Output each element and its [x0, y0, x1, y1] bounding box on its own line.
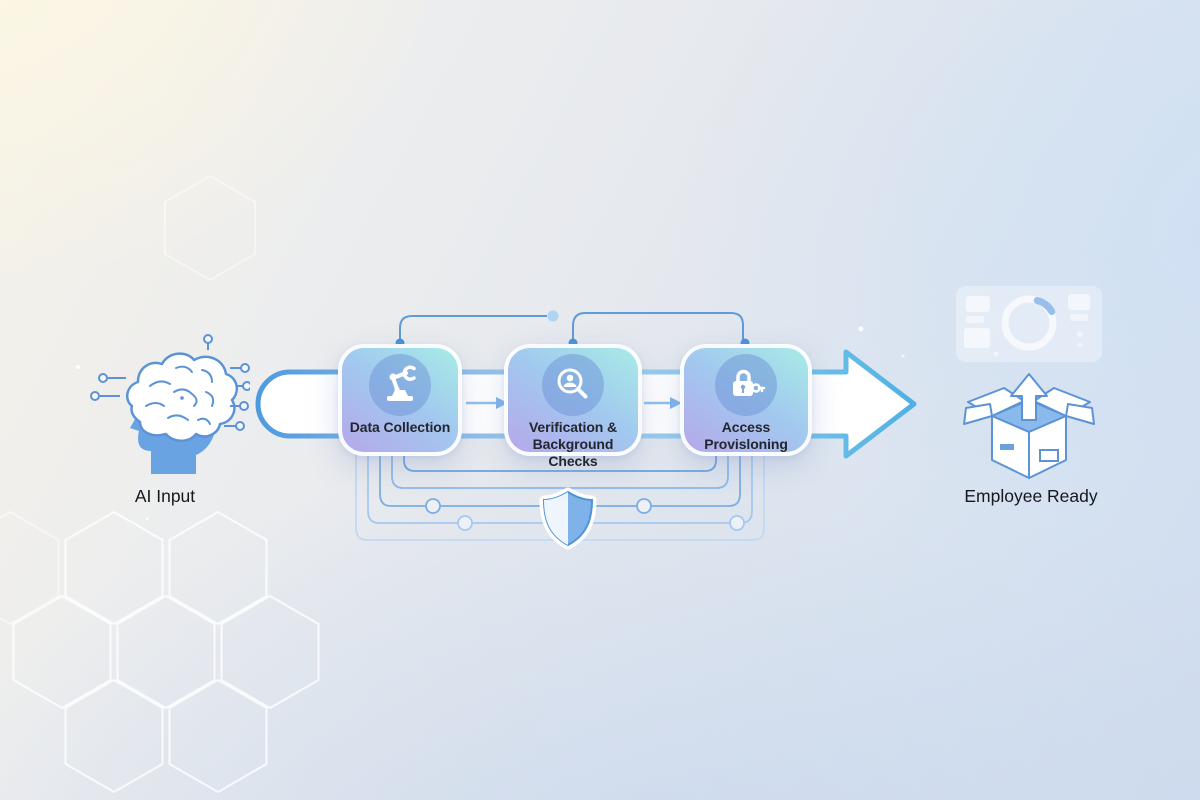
shield-icon: [539, 487, 597, 550]
step-card-data-collection: Data Collection: [338, 344, 462, 456]
magnifier-person-icon: [542, 354, 604, 416]
inter-step-arrows: [466, 397, 682, 409]
step-card-access: Access Provisloning: [680, 344, 812, 456]
padlock-key-icon: [715, 354, 777, 416]
open-box-icon: [963, 373, 1095, 479]
robot-arm-icon: [369, 354, 431, 416]
ai-input-label: AI Input: [134, 486, 196, 506]
step-label: Data Collection: [349, 419, 451, 435]
donut-chart-segment: [1033, 297, 1056, 315]
sparkle-dots: [76, 326, 905, 521]
brain-circuit-icon: [90, 334, 250, 474]
employee-ready-label: Employee Ready: [964, 486, 1098, 506]
dashboard-ghost-icon: [956, 286, 1102, 362]
step-card-verification: Verification & Background Checks: [504, 344, 642, 469]
up-arrow: [1010, 373, 1048, 421]
step-label: Verification & Background Checks: [528, 419, 618, 470]
step-label: Access Provisloning: [704, 419, 788, 453]
circuit-connectors: [90, 334, 250, 431]
circuit-node-dots: [425, 498, 745, 531]
connector-end-dot: [547, 310, 559, 322]
top-connector-lines: [399, 312, 744, 343]
donut-chart-ring: [1001, 295, 1057, 351]
